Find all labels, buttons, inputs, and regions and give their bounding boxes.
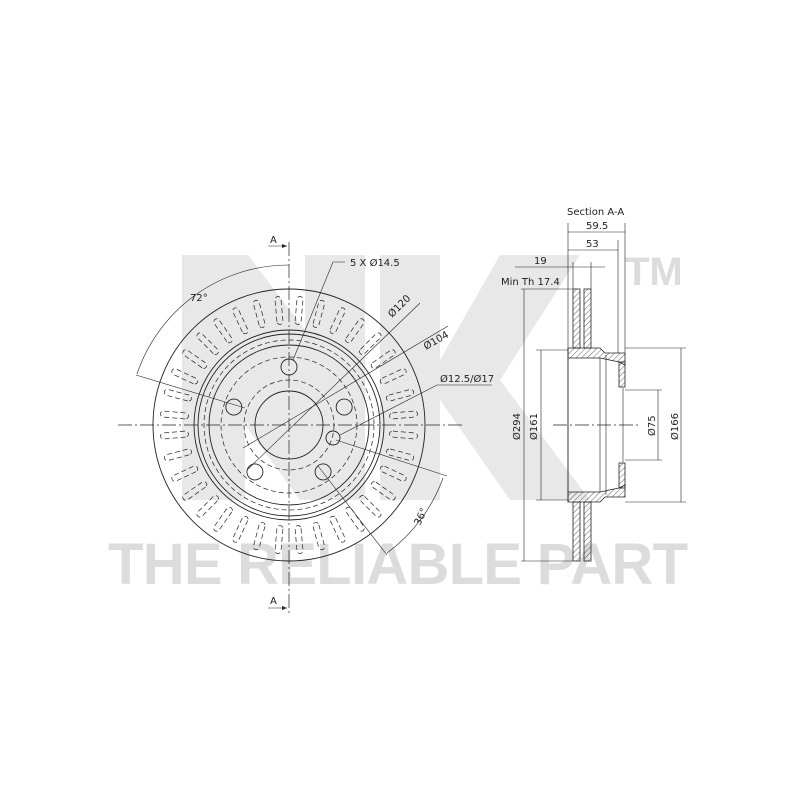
vent-slot bbox=[389, 410, 418, 420]
vent-slot bbox=[386, 389, 415, 402]
vent-slot bbox=[370, 481, 396, 501]
vent-slot bbox=[294, 296, 304, 325]
vent-slot bbox=[160, 410, 189, 420]
bolt-holes bbox=[225, 358, 353, 481]
vent-slot bbox=[345, 318, 365, 344]
vent-slot bbox=[160, 430, 189, 440]
vent-slot bbox=[386, 448, 415, 461]
vent-slot bbox=[213, 318, 233, 344]
d166-label: Ø166 bbox=[669, 413, 681, 440]
thickness-label: 19 bbox=[534, 256, 547, 267]
front-view: A A 5 X Ø14.5 Ø120 Ø104 Ø12.5/Ø17 72° 36… bbox=[118, 235, 494, 615]
vent-slot bbox=[312, 299, 325, 328]
locating-hole bbox=[325, 430, 341, 446]
section-title: Section A-A bbox=[567, 207, 624, 218]
vent-slot bbox=[379, 465, 407, 482]
vent-slot bbox=[182, 481, 208, 501]
slogan-watermark: THE RELIABLE PART bbox=[108, 532, 688, 597]
vent-slot bbox=[329, 515, 346, 543]
vent-slot bbox=[370, 349, 396, 369]
vent-slot bbox=[379, 368, 407, 385]
d294-label: Ø294 bbox=[511, 413, 523, 440]
bolt-hole bbox=[314, 463, 332, 481]
vent-slot bbox=[359, 495, 382, 518]
vent-slot bbox=[389, 430, 418, 440]
trademark-watermark: TM bbox=[625, 250, 683, 294]
vent-slot bbox=[253, 299, 266, 328]
vent-slot bbox=[196, 332, 219, 355]
vent-slot bbox=[312, 522, 325, 551]
vent-slot bbox=[329, 307, 346, 335]
vent-slot bbox=[182, 349, 208, 369]
vent-slot bbox=[345, 506, 365, 532]
vent-slot bbox=[232, 307, 249, 335]
vent-slot bbox=[171, 465, 199, 482]
min-thickness-label: Min Th 17.4 bbox=[501, 277, 560, 288]
vent-slot bbox=[213, 506, 233, 532]
bolt-hole bbox=[335, 398, 353, 416]
hole-diameter-label: Ø12.5/Ø17 bbox=[440, 373, 494, 385]
vent-slot bbox=[163, 448, 192, 461]
vent-slot bbox=[232, 515, 249, 543]
section-marker-top: A bbox=[270, 235, 277, 246]
section-view: Section A-A 59.5 53 19 Min Th 17.4 Ø294 … bbox=[501, 207, 686, 562]
vent-slot bbox=[359, 332, 382, 355]
d75-label: Ø75 bbox=[646, 415, 658, 436]
angle-72-label: 72° bbox=[190, 293, 208, 304]
vent-slot bbox=[171, 368, 199, 385]
vent-slots bbox=[160, 296, 418, 554]
section-marker-bottom: A bbox=[270, 596, 277, 607]
vent-slot bbox=[274, 296, 284, 325]
width-total-label: 59.5 bbox=[586, 221, 608, 232]
bolt-hole bbox=[246, 463, 264, 481]
vent-slot bbox=[253, 522, 266, 551]
vent-slot bbox=[274, 525, 284, 554]
d161-label: Ø161 bbox=[528, 413, 540, 440]
bolt-holes-label: 5 X Ø14.5 bbox=[350, 257, 400, 269]
vent-slot bbox=[196, 495, 219, 518]
vent-slot bbox=[294, 525, 304, 554]
width-hat-label: 53 bbox=[586, 239, 599, 250]
vent-slot bbox=[163, 389, 192, 402]
